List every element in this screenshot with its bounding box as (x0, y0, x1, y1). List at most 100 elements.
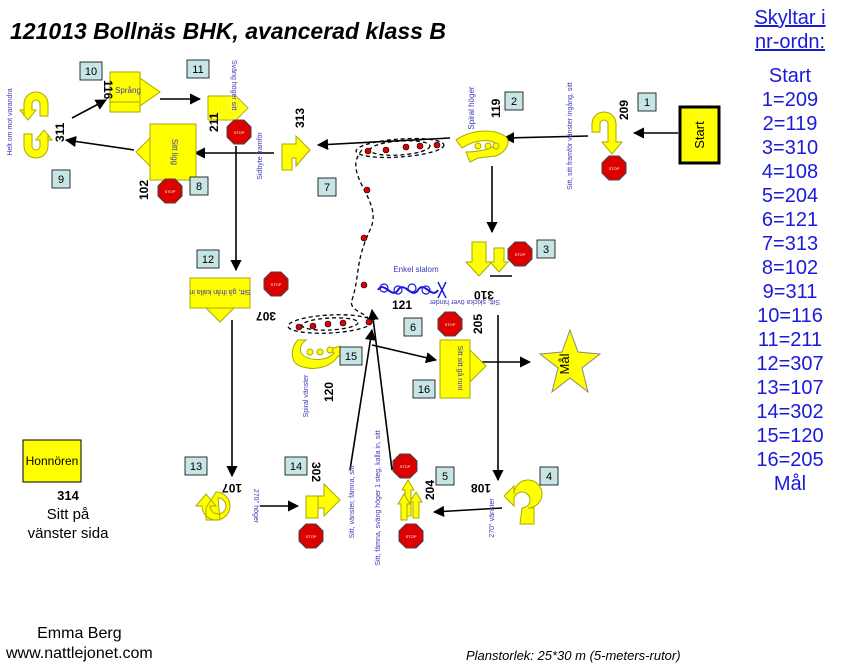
path-segment (502, 132, 589, 144)
stop-label: STOP (400, 464, 411, 469)
legend-item: 3=310 (761, 137, 819, 159)
order-label: 10 (85, 66, 97, 78)
course-title: 121013 Bollnäs BHK, avancerad klass B (10, 18, 446, 44)
honnor-label: Honnören (26, 454, 79, 468)
sign-8-text: Sitt ligg (170, 139, 179, 165)
cone (309, 322, 317, 330)
sign-10: 116 Språng (101, 71, 161, 113)
legend-item: 9=311 (762, 281, 818, 303)
sign-1-text: Sitt, sitt framför vänster ingång, sitt (566, 82, 574, 190)
order-label: 3 (543, 244, 549, 256)
legend-item: 12=307 (756, 353, 824, 375)
stop-label: STOP (609, 166, 620, 171)
legend-item: 8=102 (761, 257, 819, 279)
credit-site: www.nattlejonet.com (6, 645, 153, 662)
sign-4-text: 270° vänster (488, 498, 496, 538)
sign-4-number: 108 (471, 481, 491, 495)
sign-15-number: 120 (322, 382, 336, 402)
legend-start: Start (768, 65, 812, 87)
sign-order-legend: Skyltar i nr-ordn: Start 1=209 2=119 3=3… (734, 6, 846, 496)
sign-15: 120 Spiral vänster (291, 339, 345, 417)
sign-14-number: 302 (309, 462, 323, 482)
order-box-13: 13 (184, 456, 208, 476)
sign-7-number: 313 (293, 108, 307, 128)
sign-7: 313 Sidbyte framför (257, 108, 311, 180)
path-segment (64, 135, 135, 151)
sign-11-text: Sväng höger sitt (230, 60, 237, 111)
sign-6-text: Enkel slalom (393, 265, 439, 274)
cone (416, 142, 424, 150)
honnor-text-line2: vänster sida (27, 525, 109, 542)
dashed-curve (350, 149, 374, 319)
honnor-number: 314 (57, 488, 79, 503)
sign-2: 119 Spiral höger (455, 86, 509, 163)
order-label: 14 (290, 461, 302, 473)
order-box-15: 15 (339, 346, 363, 366)
plan-size-note: Planstorlek: 25*30 m (5-meters-rutor) (466, 648, 681, 663)
order-box-12: 12 (196, 249, 220, 269)
credit: Emma Berg www.nattlejonet.com (6, 624, 153, 664)
order-box-8: 8 (189, 176, 209, 196)
stop-label: STOP (165, 189, 176, 194)
sign-3-text: Sitt, skicka över hinder (429, 298, 500, 305)
cone (365, 318, 373, 326)
order-box-16: 16 (412, 379, 436, 399)
sign-5-text: Sitt, fämna, sväng höger 1 steg, kalla i… (375, 430, 382, 565)
credit-author: Emma Berg (37, 625, 122, 642)
sign-12-text: Sitt, gå ifrån kalla in (189, 288, 250, 296)
cone (339, 319, 347, 327)
path-segment (371, 344, 438, 364)
sign-12: 307 Sitt, gå ifrån kalla in (189, 271, 289, 323)
cone (433, 141, 441, 149)
order-box-9: 9 (51, 169, 71, 189)
sign-10-text: Språng (115, 86, 141, 95)
legend-item: 10=116 (757, 305, 823, 327)
stop-label: STOP (515, 252, 526, 257)
order-label: 1 (644, 97, 650, 109)
slalom-cones (295, 141, 441, 331)
sign-14: 302 Sitt, vänster, fämna, sitt (298, 462, 356, 549)
sign-16-text: Sitt sitt gå runt (456, 346, 464, 391)
legend-item: 4=108 (761, 161, 819, 183)
path-segment (432, 505, 503, 517)
order-box-10: 10 (79, 61, 103, 81)
stop-label: STOP (271, 282, 282, 287)
sign-16: 205 Sitt sitt gå runt (439, 314, 487, 399)
honnor-text-line1: Sitt på (46, 506, 90, 523)
legend-item: 6=121 (761, 209, 819, 231)
sign-12-number: 307 (256, 309, 276, 323)
sign-6-number: 121 (392, 298, 412, 312)
honnor-note: 314 Sitt på vänster sida (20, 486, 116, 543)
sign-8: 102 Sitt ligg (135, 123, 197, 204)
cone (360, 234, 368, 242)
legend-item: 14=302 (756, 401, 824, 423)
order-label: 2 (511, 96, 517, 108)
cone (360, 281, 368, 289)
legend-item: 16=205 (756, 449, 824, 471)
sign-6: 121 Enkel slalom (377, 265, 463, 337)
stop-label: STOP (445, 322, 456, 327)
sign-4: 108 270° vänster (471, 479, 543, 538)
sign-9: 311 Helt om mot varandra (7, 88, 67, 159)
order-label: 4 (546, 471, 552, 483)
order-label: 8 (196, 181, 202, 193)
sign-13-text: 270° höger (252, 489, 260, 524)
order-label: 13 (190, 461, 202, 473)
cone (324, 320, 332, 328)
legend-item: 5=204 (761, 185, 819, 207)
sign-11: 211 Sväng höger sitt (207, 60, 252, 145)
sign-13-number: 107 (222, 481, 242, 495)
cone (363, 186, 371, 194)
start-label: Start (692, 121, 707, 149)
order-box-3: 3 (536, 239, 556, 259)
order-label: 12 (202, 254, 214, 266)
path-segment (316, 137, 451, 151)
legend-item: 2=119 (762, 113, 818, 135)
sign-5-number: 204 (423, 480, 437, 500)
honnor-sign: Honnören (22, 439, 82, 483)
legend-item: 15=120 (756, 425, 824, 447)
order-box-14: 14 (284, 456, 308, 476)
sign-8-number: 102 (137, 180, 151, 200)
order-box-11: 11 (186, 59, 210, 79)
